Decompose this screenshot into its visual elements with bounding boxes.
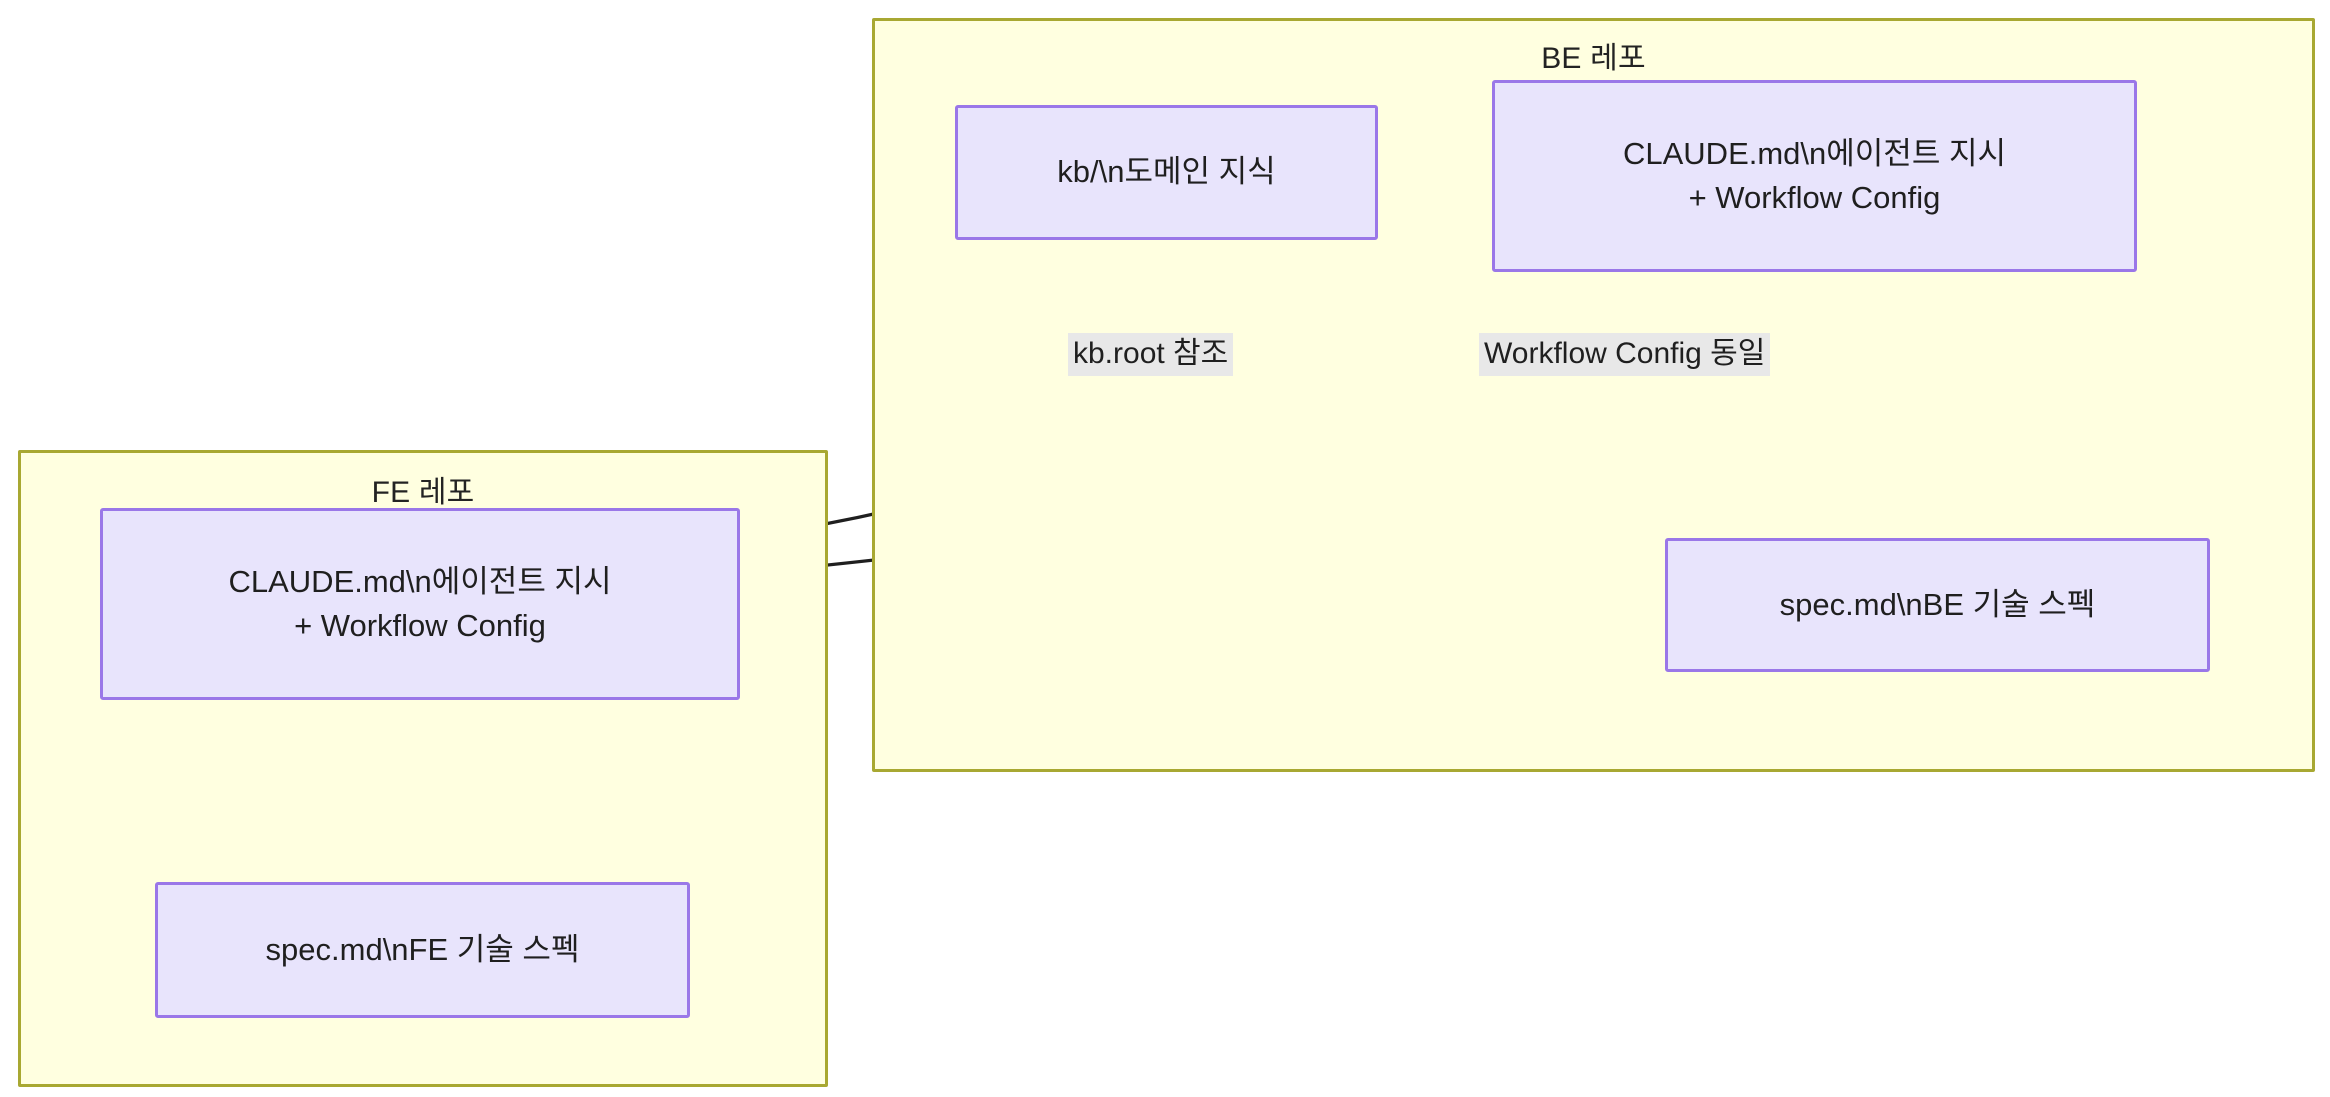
container-be-repo-title: BE 레포 — [1541, 42, 1646, 75]
edge-label-workflow-config: Workflow Config 동일 — [1479, 333, 1771, 377]
node-kb-label: kb/\n도메인 지식 — [1057, 154, 1276, 190]
node-be-spec-label: spec.md\nBE 기술 스펙 — [1779, 586, 2096, 622]
node-fe-claude-label: CLAUDE.md\n에이전트 지시 + Workflow Config — [228, 563, 612, 643]
node-fe-spec[interactable]: spec.md\nFE 기술 스펙 — [155, 882, 690, 1018]
node-be-claude[interactable]: CLAUDE.md\n에이전트 지시 + Workflow Config — [1492, 80, 2137, 272]
node-kb[interactable]: kb/\n도메인 지식 — [955, 105, 1378, 240]
node-be-spec[interactable]: spec.md\nBE 기술 스펙 — [1665, 538, 2210, 672]
container-fe-repo-title: FE 레포 — [371, 476, 475, 509]
node-fe-claude[interactable]: CLAUDE.md\n에이전트 지시 + Workflow Config — [100, 508, 740, 700]
node-fe-spec-label: spec.md\nFE 기술 스펙 — [265, 931, 580, 967]
edge-label-kb-root: kb.root 참조 — [1068, 333, 1234, 377]
node-be-claude-label: CLAUDE.md\n에이전트 지시 + Workflow Config — [1622, 135, 2007, 215]
